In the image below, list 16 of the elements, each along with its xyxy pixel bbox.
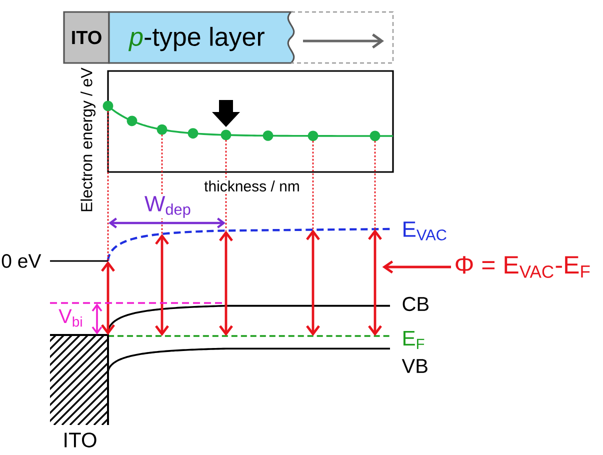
energy-label: 0 eV: [2, 254, 42, 268]
double-arrow: [368, 141, 382, 336]
symbol-label: V$_{bi}$: [58, 309, 82, 327]
axis-label: thickness / nm: [204, 180, 300, 192]
layer-box: ITO: [63, 11, 110, 64]
symbol-label: W$_{dep}$: [144, 196, 192, 218]
equation-label: Φ = E$_{VAC}$-E$_{F}$: [456, 256, 590, 278]
level-label: E$_{VAC}$: [404, 222, 446, 240]
level-label: VB: [402, 359, 428, 373]
material-label: ITO: [64, 432, 96, 448]
axis-label: Electron energy / eV: [80, 68, 96, 212]
dashed-box: [291, 11, 394, 64]
level-label: CB: [402, 296, 428, 312]
level-label: E$_{F}$: [404, 331, 424, 349]
layer-box: p-type layer: [108, 11, 295, 64]
leader-arrow: [382, 260, 451, 274]
